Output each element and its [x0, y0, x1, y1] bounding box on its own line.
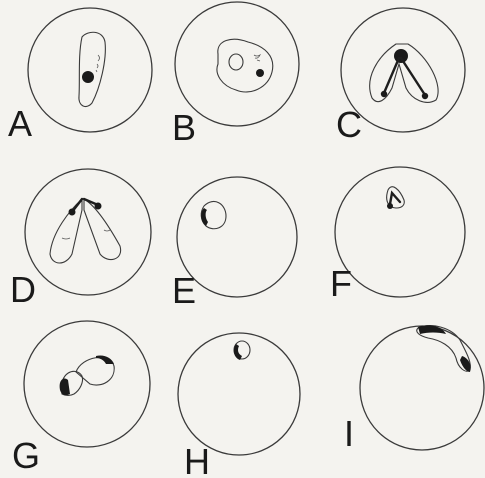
- panel-c: C: [336, 8, 465, 145]
- nucleus-g-2: [96, 355, 114, 364]
- granules-a: [96, 55, 100, 72]
- cell-circle-h: [178, 333, 300, 455]
- cell-circle-g: [24, 321, 150, 447]
- panel-a: A: [8, 8, 152, 144]
- granules-b: [254, 55, 260, 61]
- panel-f: F: [330, 167, 465, 304]
- panel-b: B: [172, 2, 299, 148]
- cell-lobe-left-d: [50, 199, 82, 263]
- nucleus-c: [394, 49, 408, 63]
- nucleus-e: [201, 208, 208, 226]
- panel-i: I: [344, 325, 484, 454]
- nucleus-a: [82, 71, 94, 83]
- panel-label-b: B: [172, 107, 196, 148]
- nucleus-h: [234, 344, 242, 360]
- pole-left-c: [381, 91, 387, 97]
- spindle-d: [72, 199, 98, 212]
- panel-e: E: [172, 177, 297, 311]
- panel-label-h: H: [184, 441, 210, 478]
- panel-label-e: E: [172, 270, 196, 311]
- panel-label-i: I: [344, 413, 354, 454]
- cell-body-b: [217, 39, 273, 92]
- panel-h: H: [178, 333, 300, 478]
- cell-circle-a: [28, 8, 152, 132]
- pole-left-d: [69, 209, 76, 216]
- nucleus-b: [256, 69, 264, 77]
- panel-d: D: [10, 169, 151, 310]
- panel-label-a: A: [8, 103, 32, 144]
- cell-circle-i: [360, 326, 484, 450]
- vacuole-b: [229, 54, 243, 70]
- cell-lobe-right-d: [84, 199, 121, 260]
- spindle-c: [384, 58, 425, 95]
- nucleus-g: [60, 378, 70, 395]
- nucleus-f: [387, 203, 393, 209]
- panel-label-g: G: [12, 435, 40, 476]
- nucleus-i-top: [418, 325, 446, 334]
- panel-g: G: [12, 321, 150, 476]
- pole-right-c: [422, 93, 428, 99]
- spindle-f: [390, 193, 400, 204]
- panel-label-d: D: [10, 269, 36, 310]
- pole-right-d: [95, 203, 102, 210]
- cell-circle-d: [25, 169, 151, 295]
- granules-d: [62, 230, 110, 239]
- panel-label-c: C: [336, 104, 362, 145]
- cell-body-a: [79, 32, 105, 106]
- cell-circle-f: [335, 167, 465, 297]
- panel-label-f: F: [330, 263, 352, 304]
